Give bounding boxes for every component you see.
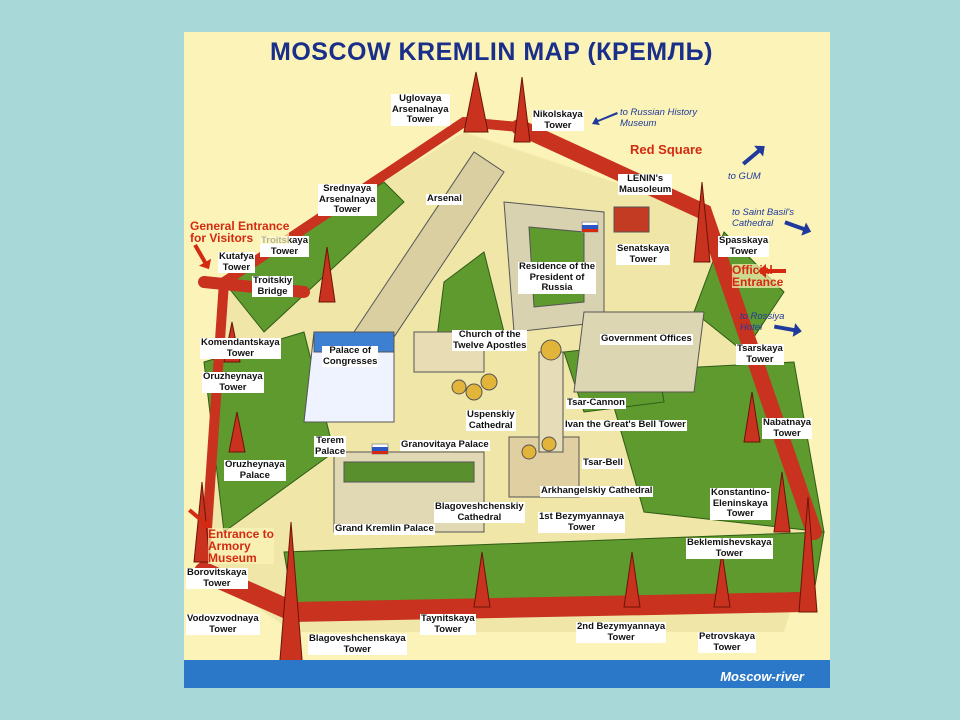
- label-tsarskaya-tower: Tsarskaya Tower: [736, 343, 784, 365]
- buildings: [303, 151, 705, 533]
- arrow-icon: [758, 264, 786, 278]
- label-vodovzvodnaya-tower: Vodovzvodnaya Tower: [186, 613, 260, 635]
- arrow-icon: [773, 323, 802, 337]
- arrow-icon: [741, 145, 765, 166]
- label-second-bezymyannaya-tower: 2nd Bezymyannaya Tower: [576, 621, 667, 643]
- label-taynitskaya-tower: Taynitskaya Tower: [420, 613, 476, 635]
- direction-saint-basils: to Saint Basil's Cathedral: [732, 207, 795, 229]
- label-kutafya-tower: Kutafya Tower: [218, 251, 255, 273]
- label-borovitskaya-tower: Borovitskaya Tower: [186, 567, 248, 589]
- label-palace-of-congresses: Palace of Congresses: [322, 345, 379, 367]
- arrow-icon: [592, 112, 618, 125]
- label-konstantino-tower: Konstantino- Eleninskaya Tower: [710, 487, 771, 520]
- label-spasskaya-tower: Spasskaya Tower: [718, 235, 770, 257]
- label-nabatnaya-tower: Nabatnaya Tower: [762, 417, 813, 439]
- arrow-icon: [187, 508, 211, 529]
- map-title: MOSCOW KREMLIN MAP (КРЕМЛЬ): [270, 38, 713, 66]
- label-petrovskaya-tower: Petrovskaya Tower: [698, 631, 756, 653]
- label-tsar-cannon: Tsar-Cannon: [566, 397, 626, 409]
- label-uglovaya-tower: Uglovaya Arsenalnaya Tower: [391, 93, 450, 126]
- label-tsar-bell: Tsar-Bell: [582, 457, 624, 469]
- label-lenins-mausoleum: LENIN's Mausoleum: [618, 173, 673, 195]
- label-uspenskiy-cathedral: Uspenskiy Cathedral: [466, 409, 516, 431]
- label-ivan-bell-tower: Ivan the Great's Bell Tower: [564, 419, 687, 431]
- direction-russian-history-museum: to Russian History Museum: [620, 107, 698, 129]
- label-blagoveshchenskiy-cathedral: Blagoveshchenskiy Cathedral: [434, 501, 525, 523]
- label-oruzheynaya-palace: Oruzheynaya Palace: [224, 459, 286, 481]
- label-senatskaya-tower: Senatskaya Tower: [616, 243, 671, 265]
- moscow-river: [184, 660, 830, 688]
- label-arsenal: Arsenal: [426, 193, 463, 205]
- label-nikolskaya-tower: Nikolskaya Tower: [532, 109, 584, 131]
- label-grand-kremlin-palace: Grand Kremlin Palace: [334, 523, 435, 535]
- label-blagoveshchenskaya-tower: Blagoveshchenskaya Tower: [308, 633, 407, 655]
- label-beklemishevskaya-tower: Beklemishevskaya Tower: [686, 537, 773, 559]
- label-oruzheynaya-tower: Oruzheynaya Tower: [202, 371, 264, 393]
- label-terem-palace: Terem Palace: [314, 435, 347, 457]
- label-granovitaya-palace: Granovitaya Palace: [400, 439, 490, 451]
- label-moscow-river: Moscow-river: [720, 669, 804, 684]
- arrow-icon: [193, 243, 212, 270]
- label-srednyaya-tower: Srednyaya Arsenalnaya Tower: [318, 183, 377, 216]
- direction-rossiya-hotel: to Rossiya Hotel: [740, 311, 785, 333]
- label-first-bezymyannaya-tower: 1st Bezymyannaya Tower: [538, 511, 626, 533]
- label-general-entrance: General Entrance for Visitors: [190, 219, 290, 245]
- label-komendantskaya-tower: Komendantskaya Tower: [200, 337, 281, 359]
- government-offices: [573, 311, 705, 393]
- label-residence: Residence of the President of Russia: [518, 261, 597, 294]
- direction-gum: to GUM: [728, 171, 761, 182]
- map-artwork: [184, 71, 830, 688]
- label-government-offices: Government Offices: [600, 333, 693, 345]
- kremlin-map: MOSCOW KREMLIN MAP (КРЕМЛЬ) Uglovaya Ars…: [184, 32, 830, 688]
- arrow-icon: [784, 220, 812, 236]
- label-troitskiy-bridge: Troitskiy Bridge: [252, 275, 294, 297]
- label-red-square: Red Square: [630, 142, 703, 157]
- label-church-twelve-apostles: Church of the Twelve Apostles: [452, 329, 528, 351]
- label-arkhangelskiy-cathedral: Arkhangelskiy Cathedral: [540, 485, 654, 497]
- label-armory-entrance: Entrance to Armory Museum: [208, 527, 275, 565]
